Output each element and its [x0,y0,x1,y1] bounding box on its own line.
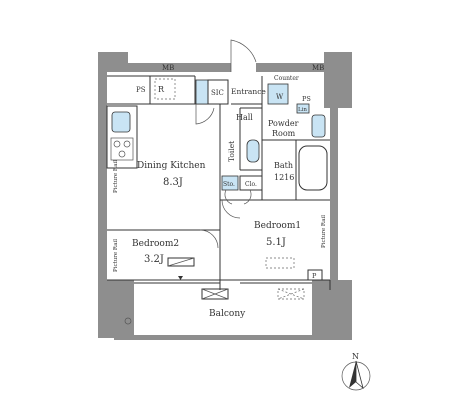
top-wall-mid [256,63,302,72]
hall-door-swing [195,104,215,125]
sic-label: SIC [211,89,224,97]
closet-label: Clo. [245,181,257,188]
interior-walls [107,75,331,290]
refrigerator-label: R [158,85,165,94]
counter-label: Counter [274,75,299,82]
cooktop [110,137,134,161]
linen-label: Lin [298,107,307,113]
dining-kitchen-size: 8.3J [163,177,183,188]
balcony-rail [114,335,350,340]
ac-unit [201,288,229,300]
bedroom2-window-sign [167,257,195,267]
bedroom1-rug [265,257,295,269]
bedroom1-name: Bedroom1 [254,221,301,231]
bedroom2-size: 3.2J [144,254,164,265]
wash-basin [311,114,326,138]
balcony-hatch [277,288,305,300]
storage-label: Sto. [223,181,235,188]
hall-label: Hall [236,113,253,122]
bottom-left-column [98,280,134,338]
bedroom1-size: 5.1J [266,237,286,248]
top-wall-right [302,63,332,72]
washer-pan [267,83,289,105]
pipe-box [307,269,323,281]
north-arrow: N [341,352,371,391]
powder-room-label-line1: Powder [268,119,299,128]
dining-kitchen-name: Dining Kitchen [137,161,206,171]
bath-size: 1216 [274,173,294,182]
washer-label: W [276,93,284,101]
bedroom2-name: Bedroom2 [132,239,179,249]
ps-right-label: PS [302,95,311,103]
bathtub [298,145,328,191]
toilet-bowl [246,139,260,163]
compass-label: N [352,352,359,361]
mb-right-label: MB [312,64,324,72]
left-wall [98,52,107,337]
linen-cabinet [296,103,310,114]
bottom-right-column [312,280,352,340]
bedroom2-door-swing [199,229,219,249]
top-right-column [324,52,352,108]
picture-rail-bed1: Picture Rail [321,215,327,248]
entrance-label: Entrance [231,87,266,96]
top-wall-left [107,63,231,72]
kitchen-sink [111,111,131,133]
storage-unit [221,175,239,191]
front-door-swing [230,39,257,72]
ps-left-label: PS [136,86,146,94]
picture-rail-left: Picture Rail [113,160,119,193]
right-wall-upper [330,108,338,288]
refrigerator-space [154,78,176,100]
sic-closet [195,79,209,105]
picture-rail-bed2: Picture Rail [113,239,119,272]
powder-room-label-line2: Room [272,129,296,138]
bedroom1-door-swing [221,199,241,219]
structural-walls [98,52,352,340]
pipe-label: P [312,272,317,280]
toilet-label: Toilet [227,141,236,162]
balcony-drain [124,317,132,325]
bath-label: Bath [274,161,293,170]
kitchen-counter [106,105,138,169]
mb-left-label: MB [162,64,174,72]
balcony-label: Balcony [209,309,246,319]
